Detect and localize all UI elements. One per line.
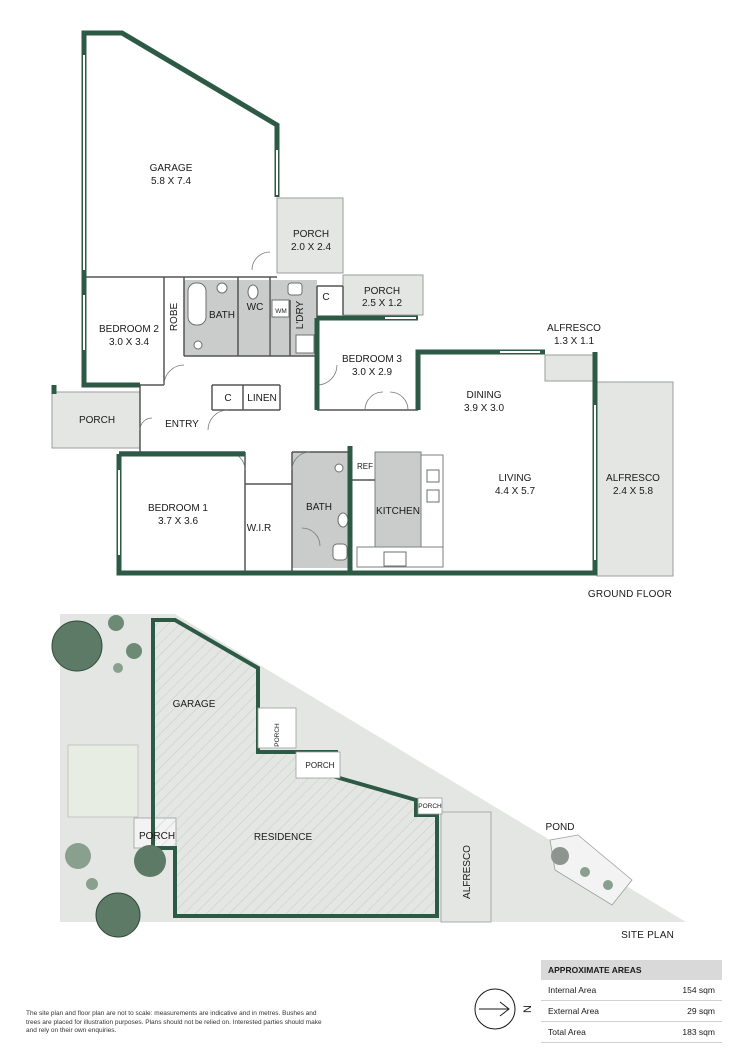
ground-floor-plan: GARAGE 5.8 X 7.4 PORCH 2.0 X 2.4 PORCH 2… [51, 30, 674, 600]
kitchen-island [374, 451, 422, 549]
door-swings [139, 251, 409, 547]
laundry-label: L'DRY [295, 300, 306, 329]
wm-label: WM [275, 308, 287, 315]
alfresco-small-label: ALFRESCO [547, 323, 601, 334]
site-porch-garage [257, 707, 297, 749]
porch-garage-label: PORCH [293, 229, 329, 240]
site-porch-side-label: PORCH [306, 761, 335, 770]
wir-label: W.I.R [247, 523, 271, 534]
site-porch-small-label: PORCH [418, 803, 442, 810]
window-frames [81, 55, 598, 560]
dining-label: DINING [467, 390, 502, 401]
site-porch-side [295, 751, 341, 779]
site-porch-label: PORCH [139, 831, 175, 842]
ground-floor-section-label: GROUND FLOOR [588, 589, 672, 600]
porch-laundry-dims: 2.5 X 1.2 [362, 298, 402, 309]
linen-label: LINEN [247, 393, 276, 404]
garage-label: GARAGE [150, 163, 193, 174]
site-porch-small [417, 797, 443, 815]
site-porch-garage-label: PORCH [274, 723, 281, 747]
bath-lower-label: BATH [306, 502, 332, 513]
residence-label: RESIDENCE [254, 832, 313, 843]
trees [51, 615, 613, 938]
garage-dims: 5.8 X 7.4 [151, 176, 191, 187]
wc-label: WC [247, 302, 264, 313]
site-alfresco-area [440, 811, 492, 923]
robe-label: ROBE [169, 303, 180, 332]
cupboard-hall-label: C [224, 393, 231, 404]
alfresco-large-dims: 2.4 X 5.8 [613, 486, 653, 497]
area-value: 154 sqm [682, 985, 715, 995]
porch-laundry-area [342, 274, 424, 316]
bedroom3-label: BEDROOM 3 [342, 354, 402, 365]
area-label: Internal Area [548, 985, 597, 995]
lawn-area [67, 744, 139, 818]
bedroom2-label: BEDROOM 2 [99, 324, 159, 335]
cupboard-laundry-label: C [322, 292, 329, 303]
area-label: External Area [548, 1006, 600, 1016]
bedroom1-label: BEDROOM 1 [148, 503, 208, 514]
disclaimer-text: The site plan and floor plan are not to … [26, 1010, 322, 1034]
porch-entry-label: PORCH [79, 415, 115, 426]
site-alfresco-label: ALFRESCO [462, 845, 473, 899]
alfresco-large-label: ALFRESCO [606, 473, 660, 484]
pond-label: POND [546, 822, 575, 833]
porch-entry-area [51, 391, 141, 449]
residence-footprint [151, 618, 439, 918]
entry-label: ENTRY [165, 419, 199, 430]
site-plan-section-label: SITE PLAN [621, 930, 674, 941]
living-label: LIVING [499, 473, 532, 484]
north-arrow-icon: N [474, 988, 534, 1030]
porch-garage-dims: 2.0 X 2.4 [291, 242, 331, 253]
site-garage-label: GARAGE [173, 699, 216, 710]
bedroom3-dims: 3.0 X 2.9 [352, 367, 392, 378]
bedroom1-dims: 3.7 X 3.6 [158, 516, 198, 527]
table-row: Internal Area 154 sqm [541, 980, 722, 1001]
area-value: 183 sqm [682, 1027, 715, 1037]
table-row: Total Area 183 sqm [541, 1022, 722, 1043]
ref-label: REF [357, 462, 373, 471]
north-letter: N [522, 1005, 534, 1013]
windows [83, 55, 596, 560]
living-dims: 4.4 X 5.7 [495, 486, 535, 497]
porch-laundry-label: PORCH [364, 286, 400, 297]
areas-title: APPROXIMATE AREAS [541, 960, 722, 980]
dining-dims: 3.9 X 3.0 [464, 403, 504, 414]
alfresco-large-area [596, 381, 674, 577]
alfresco-small-dims: 1.3 X 1.1 [554, 336, 594, 347]
bedroom2-dims: 3.0 X 3.4 [109, 337, 149, 348]
area-label: Total Area [548, 1027, 586, 1037]
bath-upper-label: BATH [209, 310, 235, 321]
site-plan: GARAGE PORCH PORCH PORCH PORCH RESIDENCE… [51, 614, 686, 941]
table-row: External Area 29 sqm [541, 1001, 722, 1022]
area-value: 29 sqm [687, 1006, 715, 1016]
alfresco-small-area [544, 354, 598, 382]
fixtures [187, 282, 440, 567]
kitchen-label: KITCHEN [376, 506, 420, 517]
approximate-areas-table: APPROXIMATE AREAS Internal Area 154 sqm … [541, 960, 722, 1043]
porch-garage-area [276, 197, 344, 274]
